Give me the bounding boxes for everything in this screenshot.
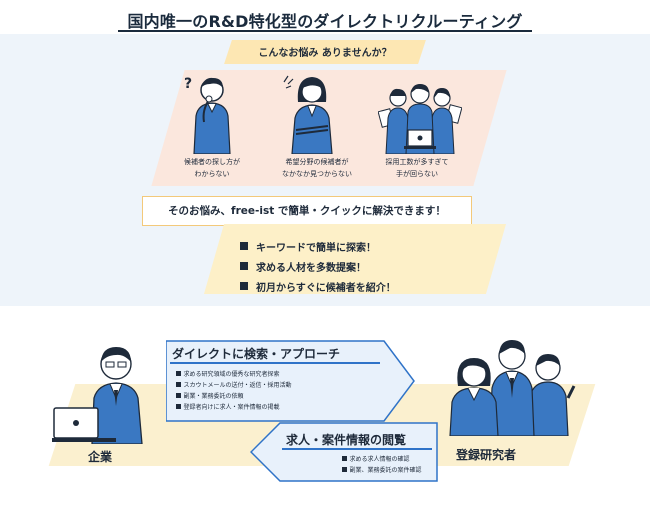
benefit-item: 初月からすぐに候補者を紹介！: [240, 276, 480, 296]
stress-lines-icon: [283, 75, 294, 89]
question-mark-icon: ?: [184, 76, 192, 92]
square-bullet-icon: [240, 242, 248, 250]
worry-caption-2: 希望分野の候補者が なかなか見つからない: [282, 158, 352, 178]
list-item: スカウトメールの送付・返信・採用活動: [176, 379, 292, 390]
benefit-item: 求める人材を多数提案！: [240, 256, 480, 276]
job-info-list: 求める求人情報の確認 副業、業務委託の案件確認: [342, 453, 422, 475]
job-info-title: 求人・案件情報の閲覧: [286, 433, 407, 447]
glasses-icon: [105, 361, 115, 368]
title-underline: [118, 30, 532, 32]
approach-title-underline: [170, 362, 380, 364]
list-item: 副業・業務委託の依頼: [176, 390, 292, 401]
troubled-person-illustration: [283, 75, 333, 154]
square-bullet-icon: [240, 282, 248, 290]
list-item: 求める求人情報の確認: [342, 453, 422, 464]
square-bullet-icon: [176, 371, 181, 376]
researcher-label: 登録研究者: [456, 448, 517, 462]
benefit-item: キーワードで簡単に探索！: [240, 236, 480, 256]
list-item: 求める研究領域の優秀な研究者探索: [176, 368, 292, 379]
job-info-title-underline: [282, 448, 432, 450]
list-item: 登録者向けに求人・案件情報の掲載: [176, 401, 292, 412]
company-label: 企業: [88, 450, 113, 464]
company-person-illustration: [52, 347, 143, 444]
square-bullet-icon: [342, 467, 347, 472]
overwhelmed-group-illustration: [378, 84, 462, 154]
approach-title: ダイレクトに検索・アプローチ: [172, 347, 341, 361]
solution-box: [142, 196, 472, 226]
square-bullet-icon: [176, 404, 181, 409]
job-info-arrow: [250, 422, 438, 482]
square-bullet-icon: [342, 456, 347, 461]
worry-caption-1: 候補者の探し方が わからない: [184, 158, 240, 178]
page-title: 国内唯一のR&D特化型のダイレクトリクルーティング: [127, 12, 523, 31]
benefit-list: キーワードで簡単に探索！ 求める人材を多数提案！ 初月からすぐに候補者を紹介！: [240, 236, 480, 296]
solution-headline: そのお悩み、free-ist で簡単・クイックに解決できます！: [168, 205, 446, 217]
square-bullet-icon: [240, 262, 248, 270]
square-bullet-icon: [176, 393, 181, 398]
worry-caption-3: 採用工数が多すぎて 手が回らない: [385, 158, 449, 178]
worry-banner: こんなお悩み ありませんか？: [258, 48, 392, 59]
researchers-group-illustration: [449, 340, 576, 436]
square-bullet-icon: [176, 382, 181, 387]
approach-arrow: [166, 340, 415, 422]
confused-person-illustration: ?: [184, 76, 231, 154]
approach-list: 求める研究領域の優秀な研究者探索 スカウトメールの送付・返信・採用活動 副業・業…: [176, 368, 292, 412]
list-item: 副業、業務委託の案件確認: [342, 464, 422, 475]
